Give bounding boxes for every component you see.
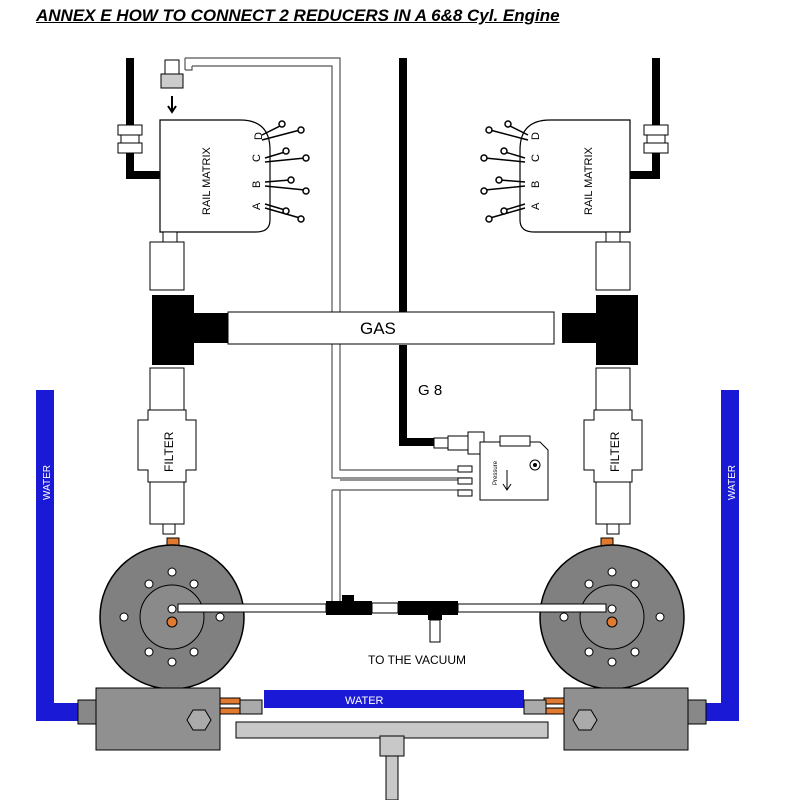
water-label-left: WATER: [42, 465, 53, 500]
pressure-label: Pressure: [493, 460, 499, 485]
reducer-left: [77, 537, 263, 751]
pressure-sensor: Pressure: [433, 431, 549, 501]
rail-matrix-label-left: RAIL MATRIX: [201, 146, 213, 215]
vacuum-line-top: [184, 57, 470, 602]
water-hose-left: WATER: [36, 390, 80, 721]
rail-matrix-right: RAIL MATRIX A B C D: [480, 58, 669, 243]
diagram-title: ANNEX E HOW TO CONNECT 2 REDUCERS IN A 6…: [36, 6, 560, 25]
water-label-middle: WATER: [345, 695, 384, 707]
hose-chain-left: FILTER: [137, 241, 228, 535]
rail-matrix-left: RAIL MATRIX A B C D: [117, 58, 310, 243]
port-d-label-right: D: [530, 132, 542, 140]
filter-label-left: FILTER: [162, 431, 176, 472]
g8-label: G 8: [418, 382, 442, 399]
water-hose-right: WATER: [700, 390, 739, 721]
hose-chain-right: FILTER: [562, 241, 643, 535]
port-b-label-right: B: [530, 181, 542, 188]
g8-hose: [399, 58, 439, 446]
reducer-right: [523, 537, 707, 751]
port-d-label-left: D: [253, 132, 265, 140]
vacuum-connection: TO THE VACUUM: [177, 595, 607, 667]
filter-label-right: FILTER: [608, 431, 622, 472]
port-c-label-left: C: [251, 154, 263, 162]
filter-right: [583, 409, 643, 483]
port-a-label-left: A: [251, 202, 263, 210]
port-b-label-left: B: [251, 181, 263, 188]
water-label-right: WATER: [727, 465, 738, 500]
port-c-label-right: C: [530, 154, 542, 162]
vacuum-label: TO THE VACUUM: [368, 653, 466, 667]
port-a-label-right: A: [530, 202, 542, 210]
filter-left: [137, 409, 197, 483]
rail-matrix-label-right: RAIL MATRIX: [583, 146, 595, 215]
gas-label: GAS: [360, 319, 396, 338]
water-return-tee: [235, 721, 549, 800]
water-hose-middle: WATER: [264, 690, 524, 708]
gas-pipe: GAS: [227, 311, 555, 345]
